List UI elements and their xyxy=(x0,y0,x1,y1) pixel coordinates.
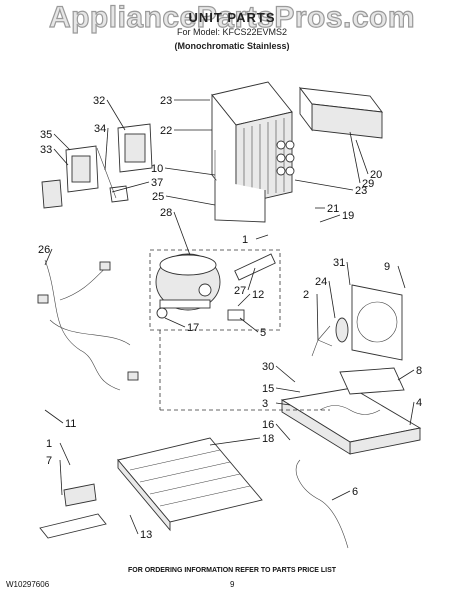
callout-number: 19 xyxy=(342,210,354,222)
callout-leader-line xyxy=(164,317,186,328)
callout-number: 33 xyxy=(40,144,52,156)
callout-leader-line xyxy=(316,293,319,341)
callout-number: 24 xyxy=(315,276,327,288)
callout-leader-line xyxy=(164,167,216,176)
model-line: For Model: KFCS22EVMS2 xyxy=(176,27,288,37)
callout-number: 4 xyxy=(416,397,422,409)
callout-number: 31 xyxy=(333,257,345,269)
callout-leader-line xyxy=(328,280,336,319)
page-title: UNIT PARTS xyxy=(188,10,276,25)
callout-leader-line xyxy=(165,195,216,206)
callout-number: 2 xyxy=(303,289,309,301)
callout-leader-line xyxy=(111,181,150,193)
callout-number: 28 xyxy=(160,207,172,219)
callout-leader-line xyxy=(397,369,415,381)
callout-number: 27 xyxy=(234,285,246,297)
callout-number: 30 xyxy=(262,361,274,373)
callout-layer: 2322323435331037282526121192029239312422… xyxy=(38,95,422,541)
callout-number: 34 xyxy=(94,123,106,135)
callout-number: 23 xyxy=(160,95,172,107)
callout-leader-line xyxy=(349,131,361,184)
callout-number: 13 xyxy=(140,529,152,541)
callout-leader-line xyxy=(237,293,251,307)
callout-leader-line xyxy=(355,139,369,175)
callout-leader-line xyxy=(104,127,109,171)
callout-leader-line xyxy=(44,409,64,424)
page-number: 9 xyxy=(230,580,235,589)
callout-leader-line xyxy=(409,401,415,426)
callout-leader-line xyxy=(275,387,301,393)
callout-leader-line xyxy=(106,99,126,131)
callout-number: 5 xyxy=(260,327,266,339)
callout-leader-line xyxy=(53,148,69,166)
callout-number: 26 xyxy=(38,244,50,256)
callout-number: 12 xyxy=(252,289,264,301)
condenser-fan-part xyxy=(311,284,403,361)
callout-number: 1 xyxy=(242,234,248,246)
wire-harness-part xyxy=(37,259,139,391)
evaporator-part xyxy=(117,437,263,532)
callout-number: 32 xyxy=(93,95,105,107)
compressor-part xyxy=(149,249,281,331)
callout-leader-line xyxy=(255,234,269,240)
ordering-note: FOR ORDERING INFORMATION REFER TO PARTS … xyxy=(127,567,337,574)
callout-leader-line xyxy=(275,365,296,383)
callout-number: 8 xyxy=(416,365,422,377)
callout-leader-line xyxy=(397,265,406,289)
callout-number: 3 xyxy=(262,398,268,410)
drain-tube-part xyxy=(295,459,349,549)
callout-number: 29 xyxy=(362,178,374,190)
callout-number: 20 xyxy=(370,169,382,181)
callout-leader-line xyxy=(275,402,291,406)
callout-leader-line xyxy=(53,133,71,151)
callout-number: 25 xyxy=(152,191,164,203)
finish-line: (Monochromatic Stainless) xyxy=(174,41,290,51)
callout-leader-line xyxy=(294,179,354,191)
callout-number: 18 xyxy=(262,433,274,445)
callout-number: 9 xyxy=(384,261,390,273)
callout-number: 16 xyxy=(262,419,274,431)
callout-number: 21 xyxy=(327,203,339,215)
base-pan-part xyxy=(280,367,422,455)
air-duct-part xyxy=(299,86,383,139)
callout-number: 6 xyxy=(352,486,358,498)
watermark: AppliancePartsPros.com xyxy=(48,0,416,34)
callout-leader-line xyxy=(59,442,71,466)
callout-number: 11 xyxy=(65,418,76,430)
callout-leader-line xyxy=(129,514,139,535)
callout-number: 37 xyxy=(151,177,163,189)
callout-leader-line xyxy=(173,211,191,256)
callout-leader-line xyxy=(59,459,63,496)
callout-leader-line xyxy=(209,437,261,446)
callout-number: 15 xyxy=(262,383,274,395)
callout-number: 23 xyxy=(355,185,367,197)
callout-leader-line xyxy=(247,267,256,291)
callout-leader-line xyxy=(331,490,351,501)
callout-leader-line xyxy=(44,248,53,266)
callout-number: 22 xyxy=(160,125,172,137)
callout-leader-line xyxy=(239,317,259,333)
callout-number: 35 xyxy=(40,129,52,141)
condenser-part xyxy=(211,81,295,207)
document-number: W10297606 xyxy=(6,580,50,589)
callout-leader-line xyxy=(275,423,291,441)
callout-number: 17 xyxy=(187,322,199,334)
defrost-heater-part xyxy=(39,483,107,539)
callout-leader-line xyxy=(319,214,341,223)
electronic-control-part xyxy=(41,123,153,209)
callout-number: 1 xyxy=(46,438,52,450)
callout-number: 7 xyxy=(46,455,52,467)
callout-number: 10 xyxy=(151,163,163,175)
callout-leader-line xyxy=(346,261,351,286)
